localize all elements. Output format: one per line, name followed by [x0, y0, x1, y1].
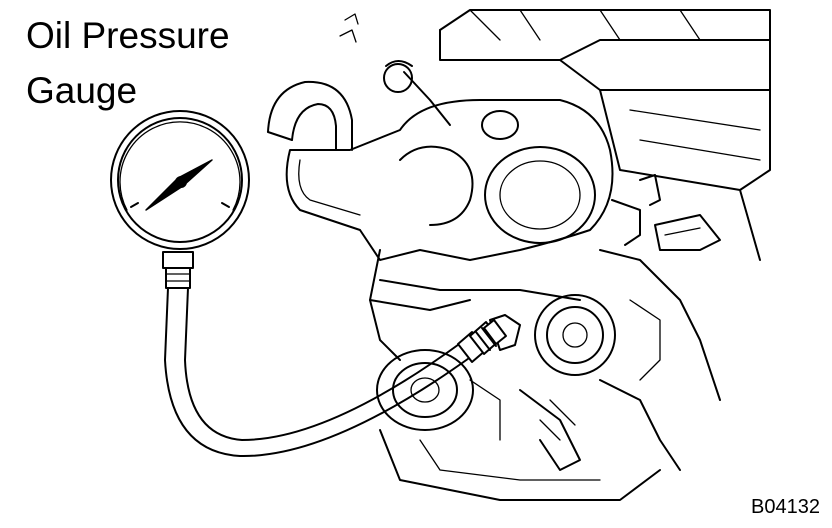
engine-block [267, 9, 771, 501]
gauge-label-line2: Gauge [26, 70, 138, 111]
gauge-label-line1: Oil Pressure [26, 15, 230, 56]
figure-code: B04132 [751, 496, 820, 518]
hose-fitting [457, 319, 507, 363]
gauge-hose [164, 287, 473, 458]
oil-pressure-gauge [110, 110, 250, 289]
